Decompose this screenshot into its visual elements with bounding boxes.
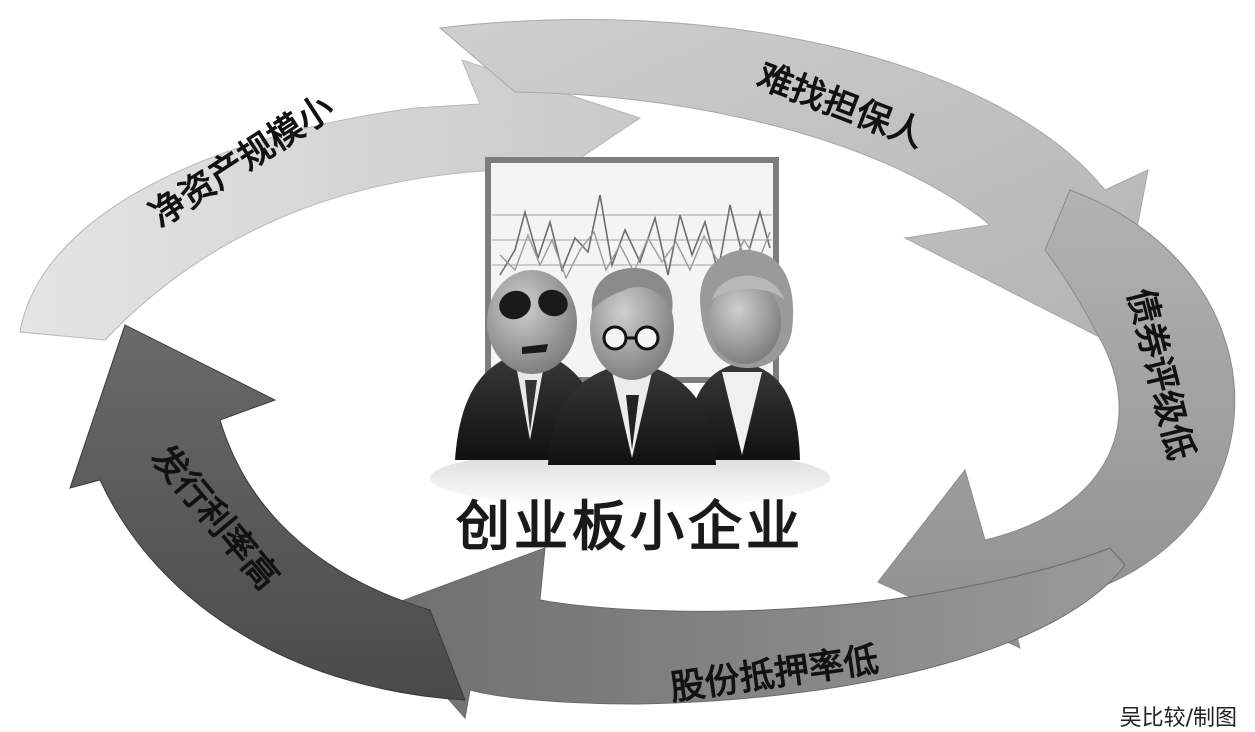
businessman-center-illustration: [548, 268, 716, 465]
cycle-arrow-5: [69, 324, 466, 701]
cycle-arrow-2: [438, 19, 1149, 346]
image-credit: 吴比较/制图: [1119, 706, 1237, 731]
floor-reflection: [430, 448, 830, 508]
center-title: 创业板小企业: [456, 495, 804, 558]
cycle-arrow-4: [371, 547, 1126, 720]
businesswoman-right-illustration: [685, 249, 800, 460]
